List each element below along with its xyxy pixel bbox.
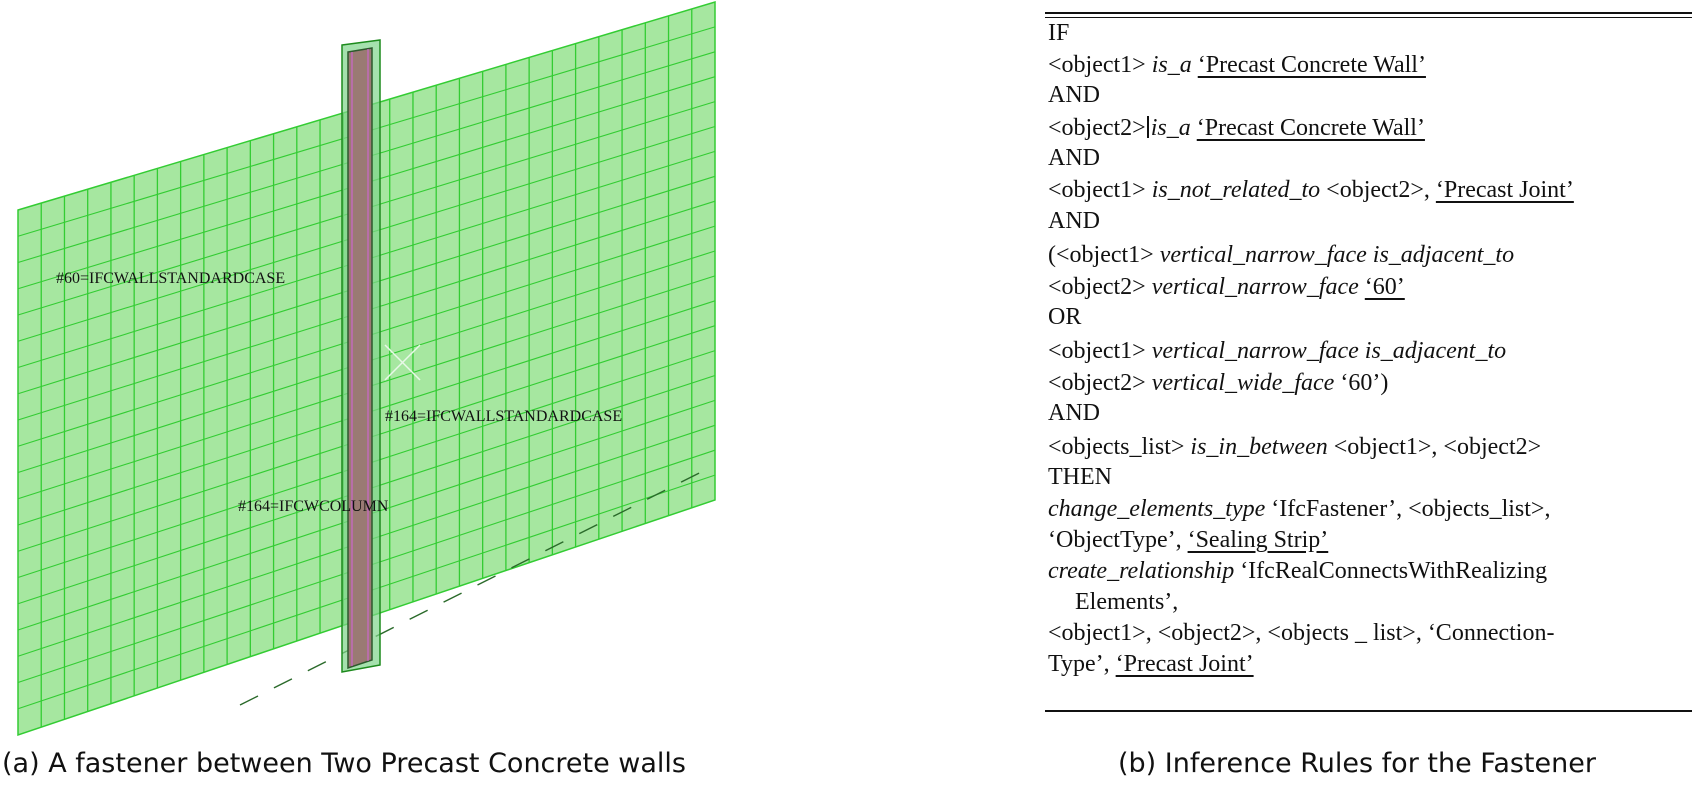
- value-precast-wall: ‘Precast Concrete Wall’: [1197, 52, 1426, 78]
- action-create-relationship: create_relationship: [1048, 558, 1235, 584]
- inference-rules-panel: IF <object1> is_a ‘Precast Concrete Wall…: [1045, 0, 1695, 740]
- edge-dash-mark: [578, 523, 598, 535]
- wall-model-view: [17, 0, 716, 737]
- kw-and: AND: [1048, 400, 1100, 426]
- rule-line-14: <objects_list> is_in_between <object1>, …: [1048, 432, 1541, 462]
- bottom-rule: [1045, 710, 1692, 712]
- rule-line-8: (<object1> vertical_narrow_face is_adjac…: [1048, 240, 1514, 270]
- edge-dash-mark: [680, 472, 700, 483]
- edge-dash-mark: [443, 592, 462, 603]
- kw-and: AND: [1048, 82, 1100, 108]
- kw-or: OR: [1048, 304, 1082, 330]
- rule-line-1: IF: [1048, 18, 1069, 48]
- value-precast-joint: ‘Precast Joint’: [1115, 651, 1254, 677]
- value-sixty: ‘60’: [1364, 274, 1405, 300]
- object-pair-ref: <object1>, <object2>: [1333, 434, 1542, 460]
- predicate-vnf-adjacent: vertical_narrow_face is_adjacent_to: [1151, 338, 1507, 364]
- predicate-not-related: is_not_related_to: [1151, 177, 1321, 203]
- kw-if: IF: [1048, 20, 1070, 46]
- relationship-name: ‘IfcRealConnectsWithRealizing: [1240, 558, 1548, 584]
- model-panel: #60=IFCWALLSTANDARDCASE #164=IFCWALLSTAN…: [17, 0, 716, 737]
- text-cursor: [1146, 116, 1149, 138]
- edge-dash-mark: [307, 661, 327, 672]
- object2-ref: <object2>: [1048, 115, 1146, 141]
- predicate-vnf-adjacent: vertical_narrow_face is_adjacent_to: [1159, 242, 1515, 268]
- object-type-arg: ‘ObjectType’,: [1048, 527, 1182, 553]
- term-vnf: vertical_narrow_face: [1151, 274, 1359, 300]
- edge-dash-mark: [646, 489, 666, 500]
- object2-ref: <object2>,: [1326, 177, 1430, 203]
- fastener-args: ‘IfcFastener’, <objects_list>,: [1271, 496, 1551, 522]
- rule-line-20: <object1>, <object2>, <objects _ list>, …: [1048, 618, 1554, 648]
- rule-line-15: THEN: [1048, 462, 1112, 492]
- rule-line-21: Type’, ‘Precast Joint’: [1048, 649, 1254, 679]
- rule-line-7: AND: [1048, 206, 1100, 236]
- action-change-type: change_elements_type: [1048, 496, 1266, 522]
- rule-line-19: Elements’,: [1075, 587, 1178, 617]
- value-sealing-strip: ‘Sealing Strip’: [1187, 527, 1329, 553]
- rule-line-13: AND: [1048, 398, 1100, 428]
- edge-dash-mark: [477, 575, 496, 586]
- rule-line-4: <object2>is_a ‘Precast Concrete Wall’: [1048, 113, 1425, 143]
- wall2-label: #164=IFCWALLSTANDARDCASE: [385, 408, 623, 425]
- relationship-name-cont: Elements’,: [1075, 589, 1179, 615]
- edge-dash-mark: [511, 558, 530, 569]
- object1-ref: <object1>: [1048, 177, 1146, 203]
- value-precast-joint: ‘Precast Joint’: [1435, 177, 1574, 203]
- caption-left: (a) A fastener between Two Precast Concr…: [2, 748, 686, 779]
- edge-dash-mark: [273, 678, 293, 689]
- term-vwf: vertical_wide_face: [1151, 370, 1335, 396]
- rule-line-5: AND: [1048, 143, 1100, 173]
- rule-line-18: create_relationship ‘IfcRealConnectsWith…: [1048, 556, 1547, 586]
- object2-ref: <object2>: [1048, 370, 1146, 396]
- rule-line-3: AND: [1048, 80, 1100, 110]
- edge-dash-mark: [612, 506, 632, 518]
- objects-list-ref: <objects_list>: [1048, 434, 1185, 460]
- kw-and: AND: [1048, 145, 1100, 171]
- column-label: #164=IFCWCOLUMN: [238, 498, 389, 515]
- top-rule-thin: [1045, 17, 1692, 18]
- connection-type-cont: Type’,: [1048, 651, 1110, 677]
- connection-args: <object1>, <object2>, <objects _ list>, …: [1048, 620, 1555, 646]
- rule-line-6: <object1> is_not_related_to <object2>, ‘…: [1048, 175, 1574, 205]
- caption-right: (b) Inference Rules for the Fastener: [1118, 748, 1596, 779]
- rule-line-10: OR: [1048, 302, 1081, 332]
- edge-dash-mark: [545, 541, 564, 552]
- value-sixty-close: ‘60’): [1340, 370, 1389, 396]
- object1-ref: <object1>: [1048, 52, 1146, 78]
- edge-dash-mark: [409, 609, 428, 620]
- predicate-in-between: is_in_between: [1190, 434, 1328, 460]
- kw-then: THEN: [1048, 464, 1112, 490]
- fastener-column: [347, 47, 373, 670]
- rule-line-12: <object2> vertical_wide_face ‘60’): [1048, 368, 1388, 398]
- rule-line-9: <object2> vertical_narrow_face ‘60’: [1048, 272, 1405, 302]
- rule-line-16: change_elements_type ‘IfcFastener’, <obj…: [1048, 494, 1550, 524]
- rule-line-2: <object1> is_a ‘Precast Concrete Wall’: [1048, 50, 1426, 80]
- rule-line-11: <object1> vertical_narrow_face is_adjace…: [1048, 336, 1506, 366]
- kw-and: AND: [1048, 208, 1100, 234]
- value-precast-wall: ‘Precast Concrete Wall’: [1196, 115, 1425, 141]
- edge-dash-mark: [239, 695, 259, 706]
- object1-ref: <object1>: [1048, 338, 1146, 364]
- wall1-label: #60=IFCWALLSTANDARDCASE: [56, 270, 286, 287]
- object2-ref: <object2>: [1048, 274, 1146, 300]
- predicate-is-a: is_a: [1150, 115, 1191, 141]
- object1-ref: (<object1>: [1048, 242, 1154, 268]
- predicate-is-a: is_a: [1151, 52, 1192, 78]
- cursor-marker: [384, 344, 421, 381]
- top-rule: [1045, 12, 1692, 14]
- rule-line-17: ‘ObjectType’, ‘Sealing Strip’: [1048, 525, 1328, 555]
